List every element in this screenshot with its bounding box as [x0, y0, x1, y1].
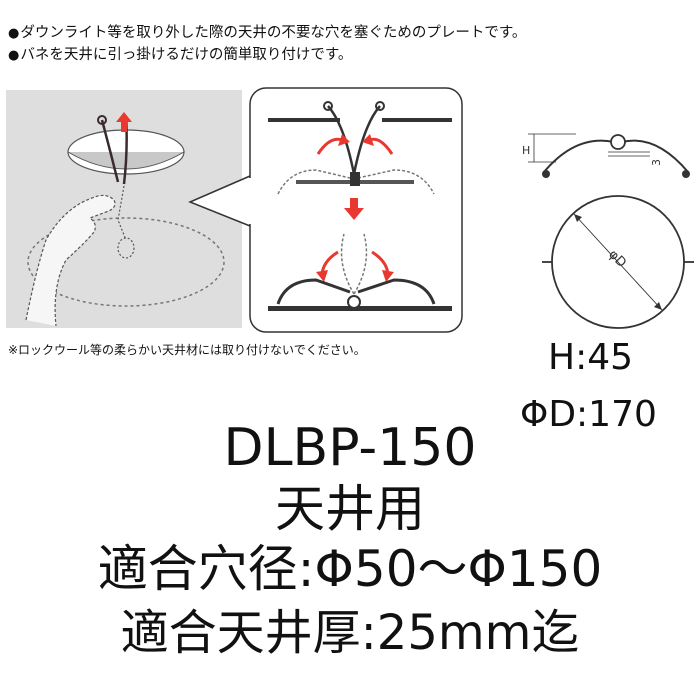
bullet-dot: ●	[8, 26, 20, 41]
bullet-dot: ●	[8, 48, 20, 63]
bullet-text-1: ダウンライト等を取り外した際の天井の不要な穴を塞ぐためのプレートです。	[20, 25, 527, 41]
diameter-spec: ΦD:170	[520, 394, 657, 435]
caution-note: ※ロックウール等の柔らかい天井材には取り付けないでください。	[8, 343, 366, 357]
height-spec: H:45	[548, 337, 634, 378]
profile-dimension-drawing: H 3	[516, 122, 696, 188]
profile-drawing: H 3	[522, 133, 690, 178]
h-dimension-label: H	[522, 144, 530, 157]
ceiling-thickness-spec: 適合天井厚:25mm迄	[120, 605, 580, 661]
installation-drawing	[6, 90, 242, 328]
usage-label: 天井用	[275, 480, 425, 538]
phi-d-label: φD	[605, 247, 629, 271]
hole-diameter-spec: 適合穴径:Φ50～Φ150	[97, 540, 603, 598]
top-view-drawing: φD	[542, 195, 694, 329]
bullet-text-2: バネを天井に引っ掛けるだけの簡単取り付けです。	[20, 47, 353, 63]
top-view-diameter-drawing: φD	[538, 186, 698, 338]
model-number: DLBP-150	[223, 418, 477, 478]
spring-mechanism-callout	[186, 84, 466, 336]
three-dimension-label: 3	[650, 159, 663, 166]
spring-mechanism-drawing	[188, 87, 463, 333]
bullet-line-2: ●バネを天井に引っ掛けるだけの簡単取り付けです。	[8, 46, 352, 65]
installation-illustration	[6, 90, 242, 328]
bullet-line-1: ●ダウンライト等を取り外した際の天井の不要な穴を塞ぐためのプレートです。	[8, 24, 526, 43]
